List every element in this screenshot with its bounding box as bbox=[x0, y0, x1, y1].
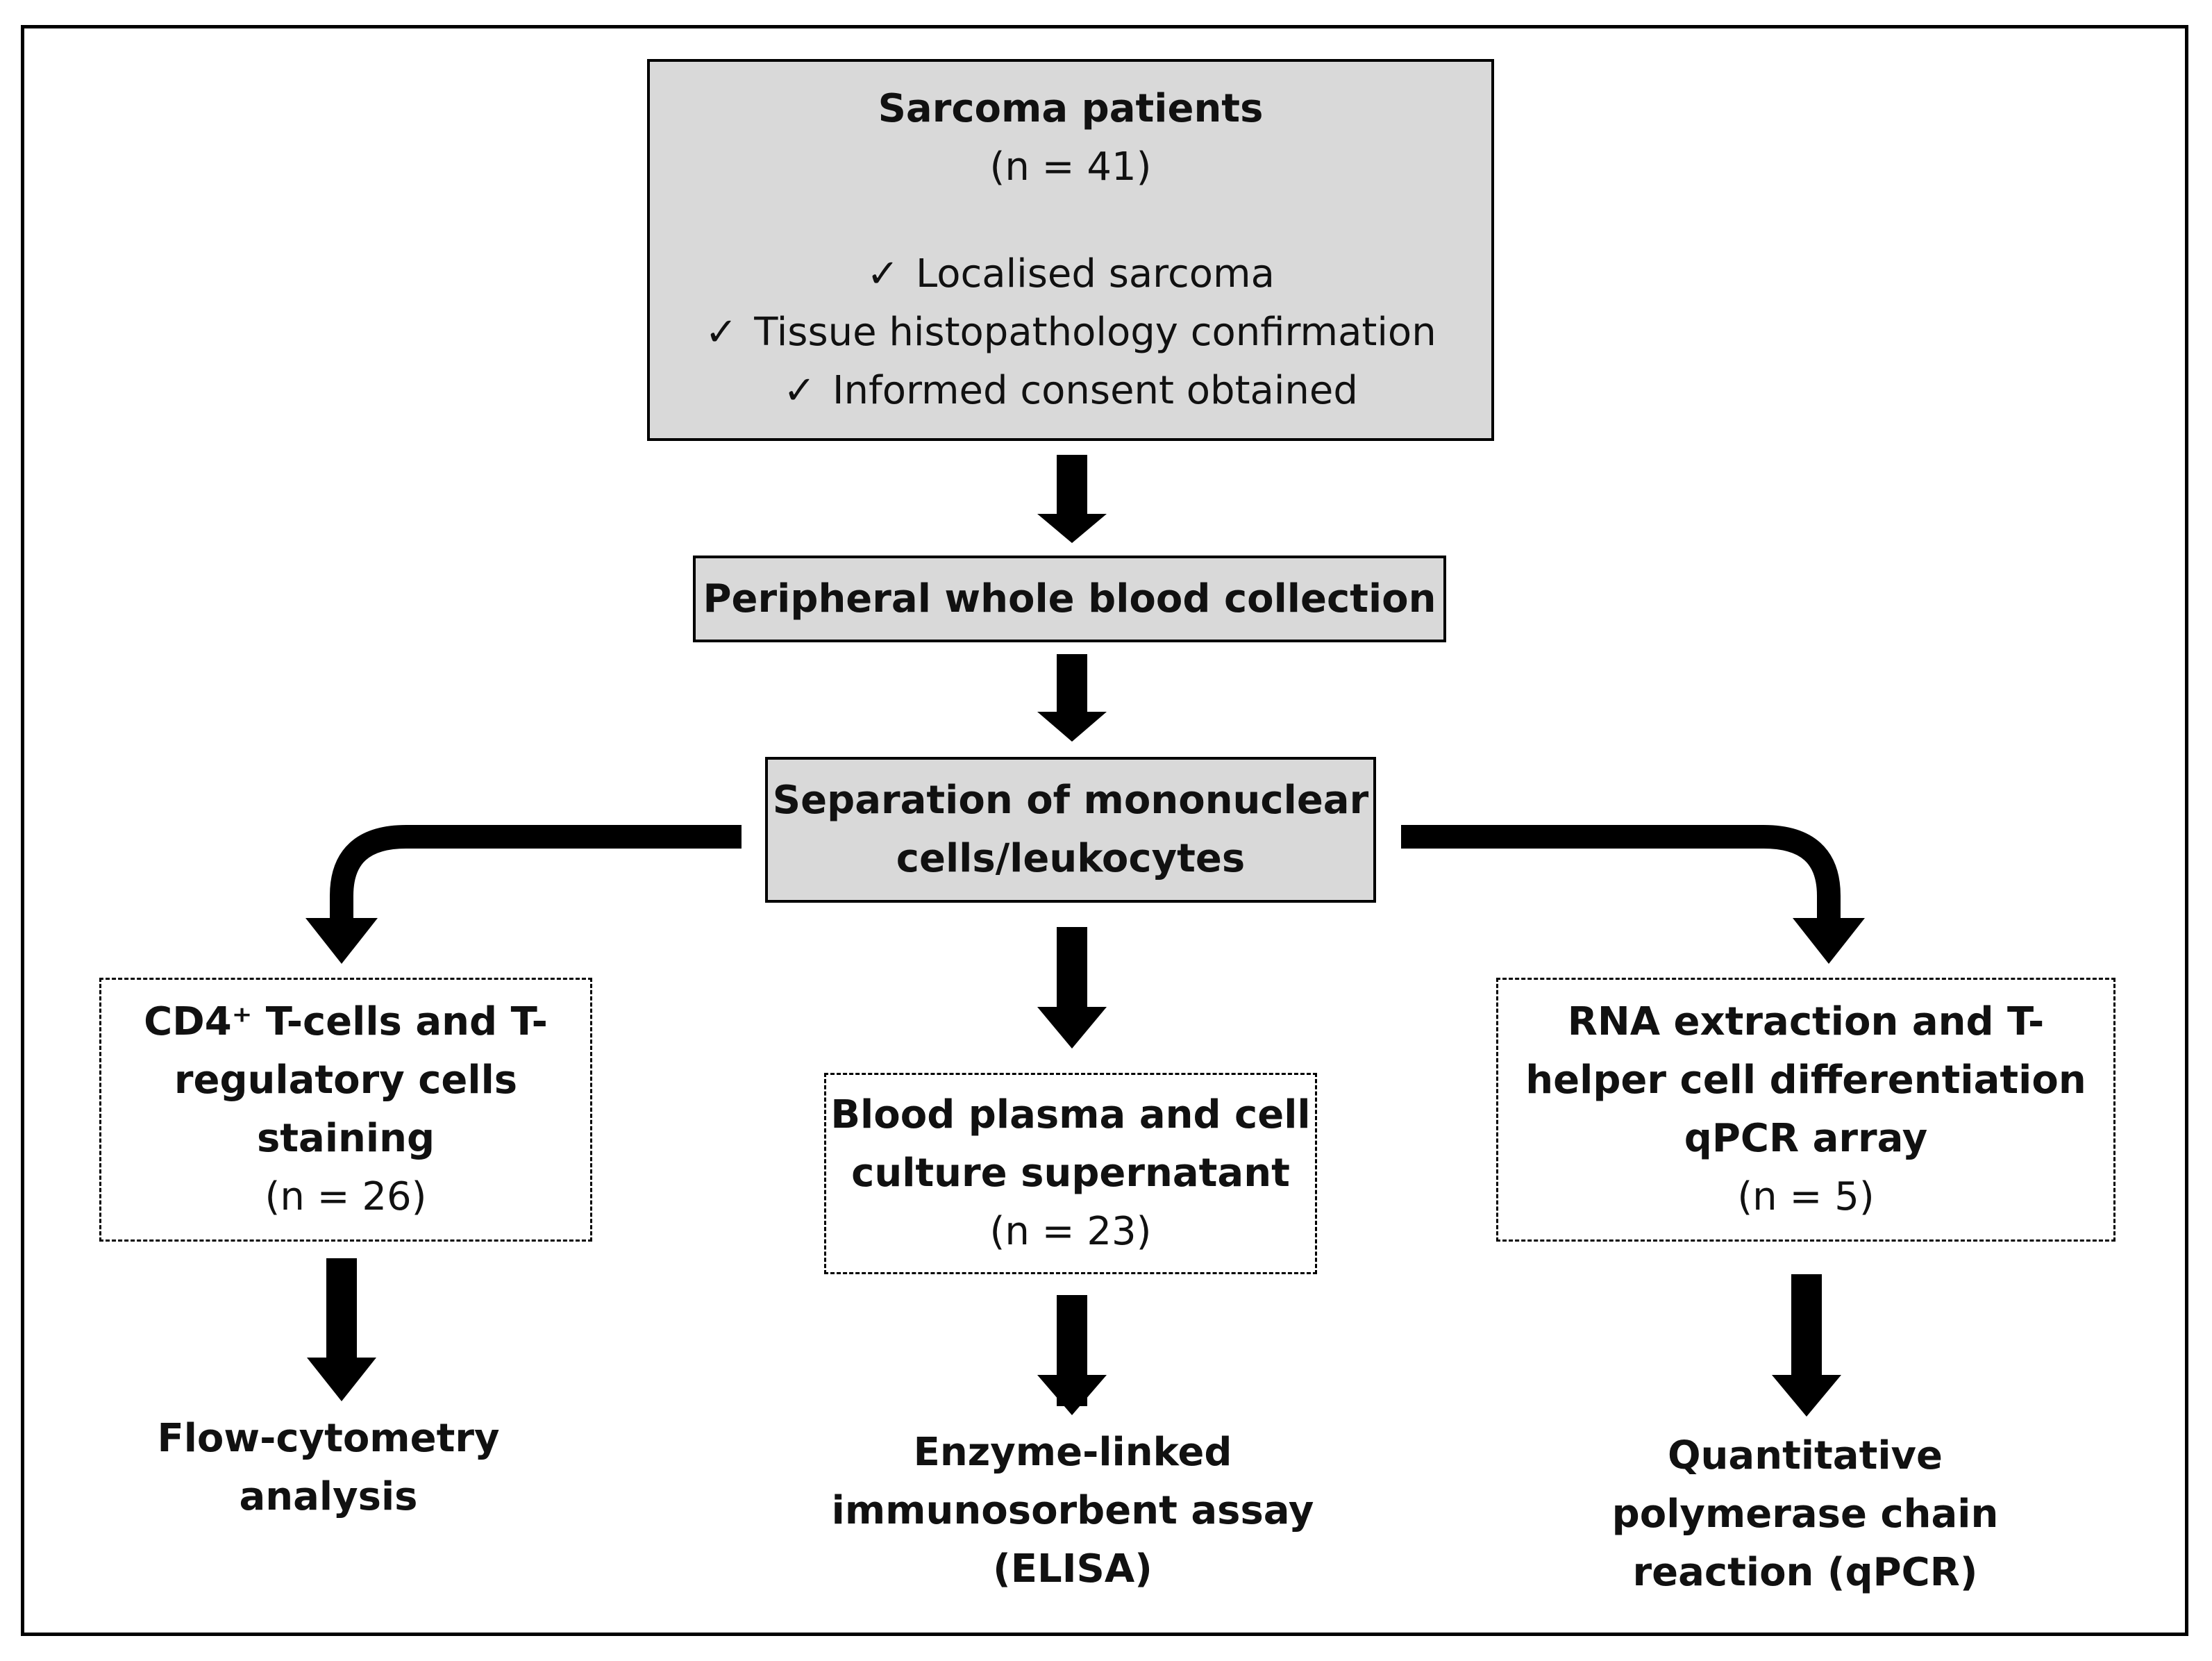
blood-collection-box: Peripheral whole blood collection bbox=[693, 556, 1446, 642]
plasma-box: Blood plasma and cell culture supernatan… bbox=[824, 1073, 1317, 1274]
elisa-label: Enzyme-linked immunosorbent assay (ELISA… bbox=[831, 1430, 1314, 1592]
cd4-count: (n = 26) bbox=[265, 1174, 427, 1219]
check-icon: ✓ bbox=[866, 251, 900, 297]
plasma-count: (n = 23) bbox=[989, 1209, 1152, 1254]
arrow-blood-to-separation bbox=[1037, 654, 1107, 742]
diagram-frame bbox=[21, 25, 2188, 1636]
flow-cytometry-label: Flow-cytometry analysis bbox=[157, 1416, 500, 1519]
arrow-cd4-to-flow bbox=[307, 1258, 376, 1401]
criterion-consent: ✓Informed consent obtained bbox=[783, 362, 1358, 420]
criterion-histopathology: ✓Tissue histopathology confirmation bbox=[705, 303, 1436, 362]
check-icon: ✓ bbox=[705, 310, 738, 355]
criterion-localised: ✓Localised sarcoma bbox=[866, 245, 1275, 303]
rna-extraction-box: RNA extraction and T- helper cell differ… bbox=[1496, 978, 2115, 1242]
arrow-separation-to-rna bbox=[1401, 825, 1865, 964]
check-icon: ✓ bbox=[783, 368, 816, 413]
arrow-rna-to-qpcr bbox=[1772, 1274, 1841, 1417]
arrow-plasma-to-elisa bbox=[1037, 1295, 1107, 1415]
arrow-separation-to-cd4 bbox=[305, 825, 741, 964]
arrow-patients-to-blood bbox=[1037, 455, 1107, 543]
blood-collection-title: Peripheral whole blood collection bbox=[703, 576, 1436, 621]
patients-title: Sarcoma patients bbox=[878, 86, 1264, 131]
separation-box: Separation of mononuclear cells/leukocyt… bbox=[765, 757, 1376, 903]
qpcr-label: Quantitative polymerase chain reaction (… bbox=[1611, 1433, 1999, 1595]
patients-count: (n = 41) bbox=[989, 144, 1152, 190]
rna-count: (n = 5) bbox=[1737, 1174, 1875, 1219]
cd4-staining-box: CD4⁺ T-cells and T- regulatory cells sta… bbox=[99, 978, 592, 1242]
patients-box: Sarcoma patients (n = 41) ✓Localised sar… bbox=[647, 59, 1494, 441]
arrow-separation-to-plasma bbox=[1037, 927, 1107, 1049]
